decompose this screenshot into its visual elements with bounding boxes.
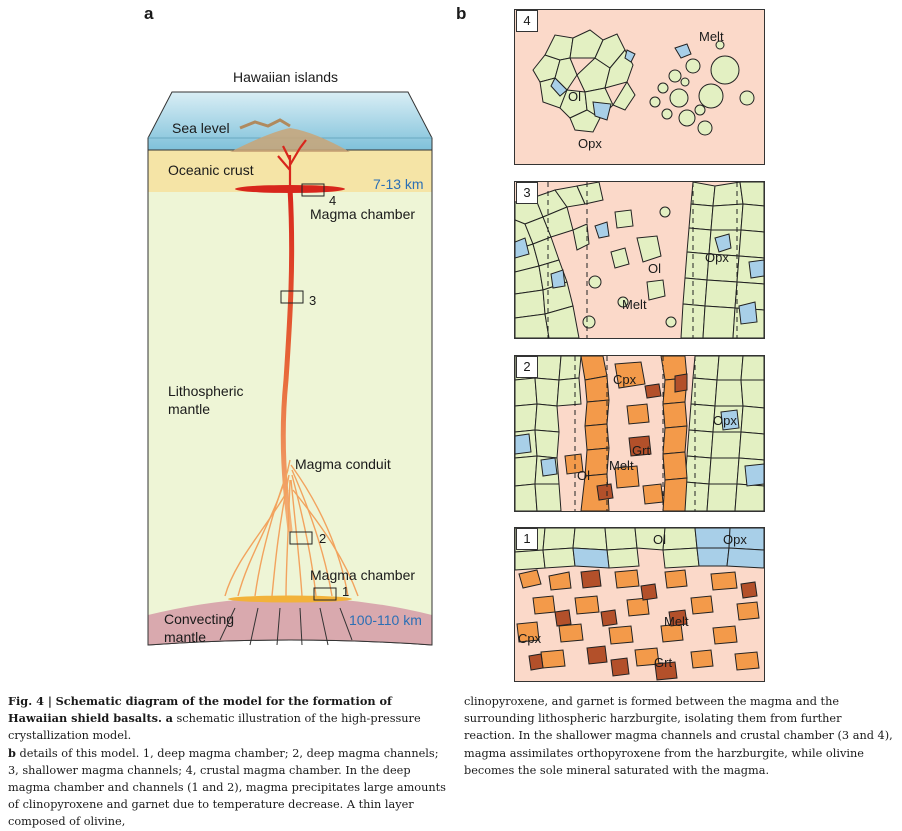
convecting-mantle-region (148, 597, 432, 645)
inset-4-label-ol: Ol (568, 89, 581, 104)
panel-a-diagram (147, 91, 433, 646)
label-oceanic-crust: Oceanic crust (168, 162, 254, 178)
inset-2-number: 2 (516, 356, 538, 378)
inset-1-grains (515, 528, 764, 681)
inset-1-label-grt: Grt (654, 655, 673, 670)
inset-4-label-melt: Melt (699, 29, 724, 44)
detail-box-1 (313, 587, 337, 601)
caption-left: Fig. 4 | Schematic diagram of the model … (8, 693, 448, 831)
detail-box-3 (280, 290, 304, 304)
label-magma-conduit: Magma conduit (295, 456, 391, 472)
caption-b-label: b (8, 745, 16, 760)
caption-fig-label: Fig. 4 | (8, 694, 52, 708)
inset-1-label-cpx: Cpx (518, 631, 542, 646)
inset-4-label-opx: Opx (578, 136, 602, 151)
inset-1-number: 1 (516, 528, 538, 550)
inset-4-grains (532, 29, 755, 136)
detail-box-4 (301, 183, 325, 197)
label-magma-chamber-bottom: Magma chamber (310, 567, 416, 583)
box-number-2: 2 (319, 531, 327, 546)
inset-3-label-opx: Opx (705, 250, 729, 265)
caption-title: Schematic diagram of the model for the f… (8, 694, 392, 726)
inset-4 (514, 9, 765, 165)
inset-1 (514, 527, 765, 682)
panel-b-letter: b (456, 4, 467, 23)
label-magma-chamber-top: Magma chamber (310, 206, 416, 222)
inset-2-label-grt: Grt (632, 443, 651, 458)
caption-a-label: a (165, 711, 173, 726)
inset-2 (514, 355, 765, 512)
title-hawaiian-islands: Hawaiian islands (233, 69, 339, 85)
conduit-roots (224, 459, 359, 597)
inset-2-label-ol: Ol (577, 468, 590, 483)
caption-a-text: schematic illustration of the high-press… (8, 712, 421, 743)
detail-box-2 (289, 531, 313, 545)
inset-3 (514, 181, 765, 339)
inset-3-label-melt: Melt (622, 297, 647, 312)
box-number-1: 1 (342, 584, 350, 599)
label-mantle-depth: 100-110 km (349, 612, 422, 628)
inset-2-label-opx: Opx (713, 413, 737, 428)
inset-2-grains (515, 356, 764, 511)
label-crust-depth: 7-13 km (373, 176, 424, 192)
box-number-4: 4 (329, 193, 337, 208)
label-sea-level: Sea level (172, 120, 230, 136)
deep-magma-chamber (228, 595, 352, 603)
inset-2-label-melt: Melt (609, 458, 634, 473)
inset-3-grains (515, 182, 764, 338)
caption-right: clinopyroxene, and garnet is formed betw… (464, 695, 893, 777)
inset-4-number: 4 (516, 10, 538, 32)
caption-b-text: details of this model. 1, deep magma cha… (8, 746, 446, 829)
label-convecting-mantle: Convecting mantle (164, 611, 235, 645)
box-number-3: 3 (309, 293, 317, 308)
inset-2-label-cpx: Cpx (613, 372, 637, 387)
inset-3-number: 3 (516, 182, 538, 204)
inset-1-label-ol: Ol (653, 532, 666, 547)
inset-1-label-melt: Melt (664, 614, 689, 629)
magma-conduit (280, 185, 295, 533)
label-lithospheric-mantle: Lithospheric mantle (168, 383, 244, 417)
inset-1-label-opx: Opx (723, 532, 747, 547)
inset-3-label-ol: Ol (648, 261, 661, 276)
panel-a-letter: a (144, 4, 154, 23)
volcano-mound (230, 128, 350, 152)
